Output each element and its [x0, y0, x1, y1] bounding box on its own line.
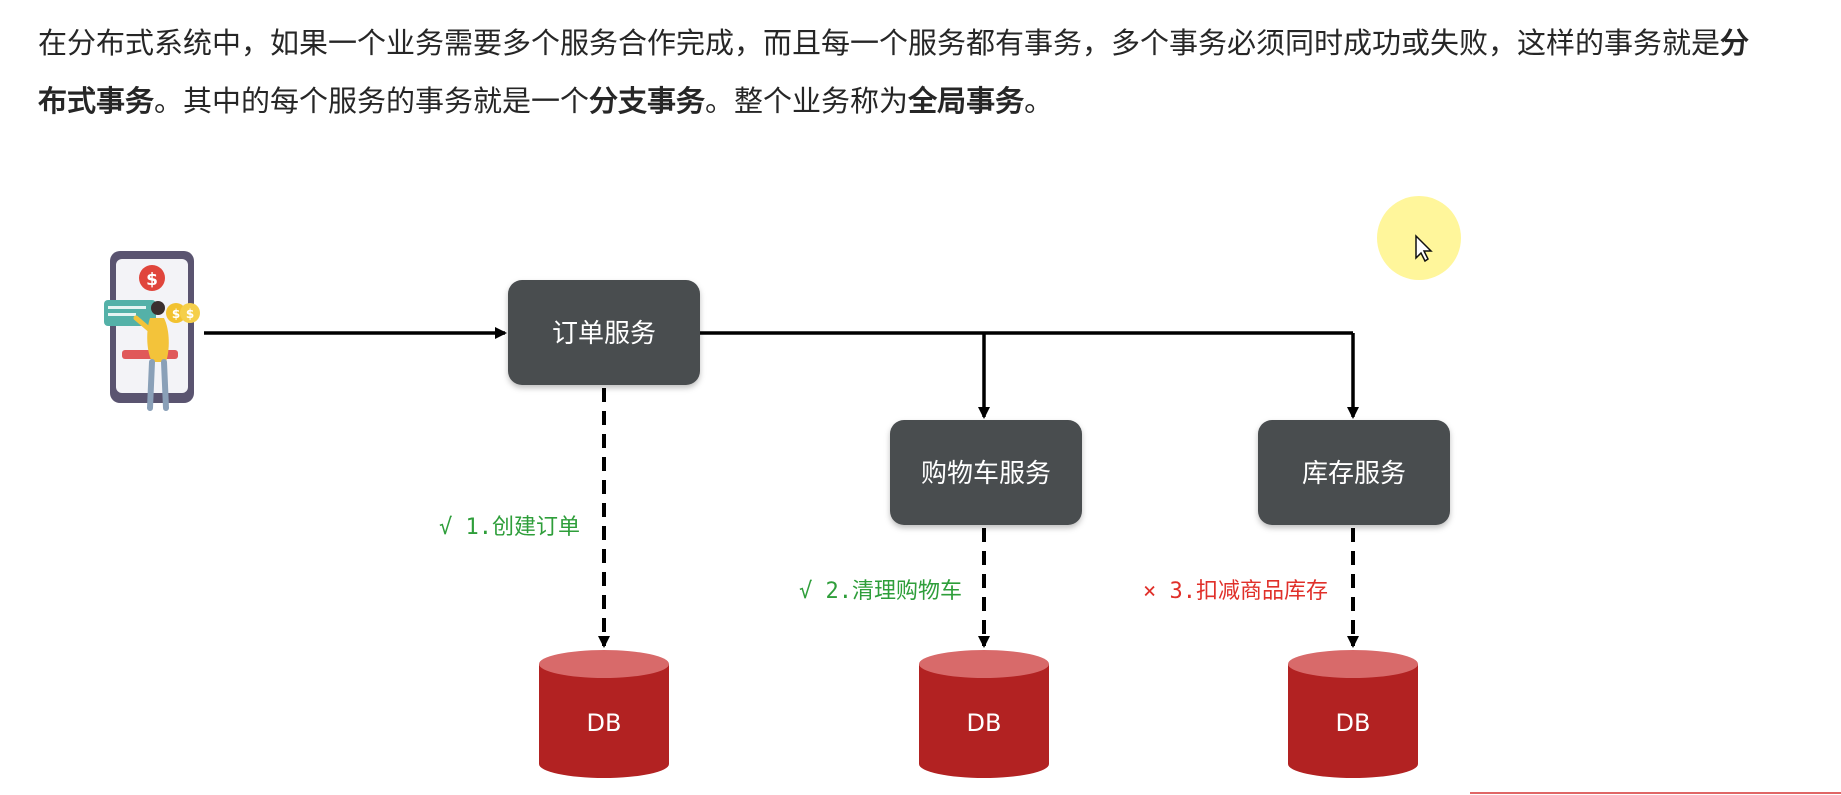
stock-service-box [1258, 420, 1450, 525]
cart-db-label: DB [967, 709, 1002, 737]
branch-call-arrows [700, 331, 1359, 419]
svg-text:$: $ [172, 307, 180, 321]
step-3-label: × 3.扣减商品库存 [1143, 579, 1328, 604]
mobile-payment-user-icon: $ $ $ [104, 251, 200, 411]
term-distributed-transaction: 分布式事务 [38, 26, 1750, 118]
cart-db-cylinder [919, 650, 1049, 778]
cart-service-label: 购物车服务 [921, 459, 1051, 489]
footer-divider [1470, 792, 1841, 794]
order-db-label: DB [587, 709, 622, 737]
intro-paragraph: 在分布式系统中，如果一个业务需要多个服务合作完成，而且每一个服务都有事务，多个事… [38, 14, 1778, 130]
cursor-highlight [1377, 196, 1461, 280]
intro-text-3: 。整个业务称为 [705, 84, 909, 118]
svg-text:$: $ [146, 270, 158, 290]
term-global-transaction: 全局事务 [908, 84, 1025, 118]
order-service-label: 订单服务 [552, 319, 656, 349]
step-1-label: √ 1.创建订单 [439, 515, 580, 540]
intro-text-2: 。其中的每个服务的事务就是一个 [154, 84, 590, 118]
mouse-pointer-icon [1415, 234, 1433, 263]
order-service-box [508, 280, 700, 385]
intro-text-1: 在分布式系统中，如果一个业务需要多个服务合作完成，而且每一个服务都有事务，多个事… [38, 26, 1721, 60]
svg-text:$: $ [186, 307, 194, 321]
stock-service-label: 库存服务 [1302, 459, 1406, 489]
cart-service-box [890, 420, 1082, 525]
db-write-arrows [598, 388, 1359, 648]
intro-text-4: 。 [1024, 84, 1054, 118]
stock-db-cylinder [1288, 650, 1418, 778]
stock-db-label: DB [1336, 709, 1371, 737]
order-db-cylinder [539, 650, 669, 778]
term-branch-transaction: 分支事务 [589, 84, 706, 118]
step-2-label: √ 2.清理购物车 [799, 579, 962, 604]
